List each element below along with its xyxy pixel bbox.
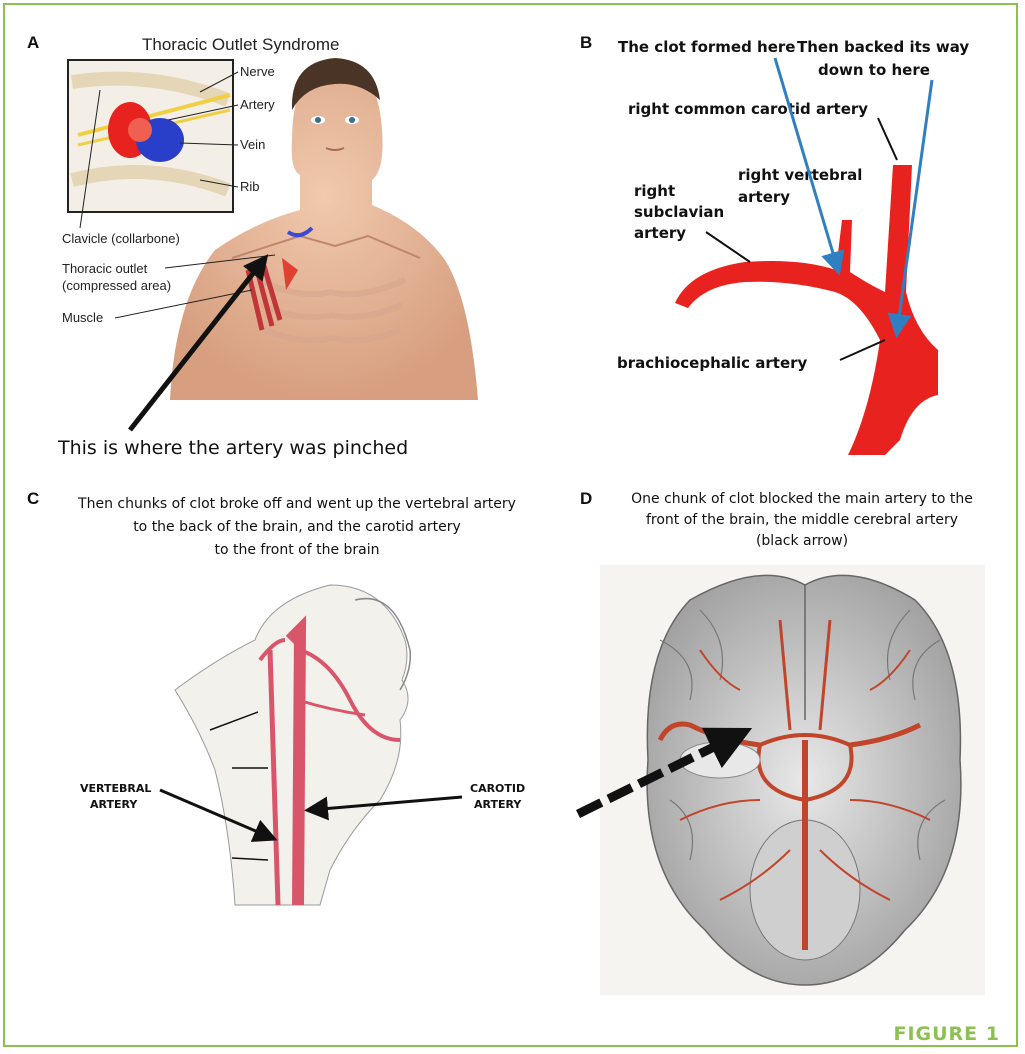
label-vein: Vein <box>240 137 265 152</box>
label-rib: Rib <box>240 179 260 194</box>
subclavian-leader <box>706 232 750 262</box>
label-vertebral-line1: right vertebral <box>738 166 862 184</box>
label-clavicle: Clavicle (collarbone) <box>62 231 180 246</box>
panel-d-caption-line1: One chunk of clot blocked the main arter… <box>631 491 973 507</box>
label-brachiocephalic: brachiocephalic artery <box>617 354 808 372</box>
clot-formed-arrow <box>775 58 838 270</box>
figure-label: FIGURE 1 <box>893 1023 1000 1045</box>
panel-a-title: Thoracic Outlet Syndrome <box>142 35 339 54</box>
panel-c-letter: C <box>27 489 39 508</box>
label-carotid-line2: ARTERY <box>474 798 522 811</box>
panel-a-letter: A <box>27 33 39 52</box>
label-subclavian-line1: right <box>634 182 675 200</box>
label-thoracic-outlet: Thoracic outlet <box>62 261 148 276</box>
inset-closeup <box>68 60 233 212</box>
common-carotid-leader <box>878 118 897 160</box>
panel-b: B The clot formed here Then backed its w… <box>580 33 969 455</box>
label-vertebral-line2: ARTERY <box>90 798 138 811</box>
brain-illustration <box>600 565 985 995</box>
panel-d: D One chunk of clot blocked the main art… <box>578 489 985 995</box>
label-common-carotid: right common carotid artery <box>628 100 868 118</box>
panel-b-letter: B <box>580 33 592 52</box>
panel-a-caption: This is where the artery was pinched <box>57 437 408 459</box>
label-carotid-line1: CAROTID <box>470 782 525 795</box>
label-muscle: Muscle <box>62 310 103 325</box>
panel-c-caption-line3: to the front of the brain <box>214 542 379 558</box>
panel-d-caption-line2: front of the brain, the middle cerebral … <box>646 512 958 528</box>
label-vertebral-line2: artery <box>738 188 790 206</box>
label-nerve: Nerve <box>240 64 275 79</box>
label-backed-line2: down to here <box>818 61 930 79</box>
label-clot-formed: The clot formed here <box>618 38 795 56</box>
panel-d-caption-line3: (black arrow) <box>756 533 848 549</box>
panel-c-caption-line1: Then chunks of clot broke off and went u… <box>77 496 516 512</box>
label-compressed-area: (compressed area) <box>62 278 171 293</box>
label-subclavian-line3: artery <box>634 224 686 242</box>
label-subclavian-line2: subclavian <box>634 203 724 221</box>
label-vertebral-line1: VERTEBRAL <box>80 782 151 795</box>
panel-d-letter: D <box>580 489 592 508</box>
panel-a: A Thoracic Outlet Syndrome <box>27 33 478 459</box>
label-backed-line1: Then backed its way <box>797 38 969 56</box>
neck-illustration <box>175 585 410 905</box>
label-artery: Artery <box>240 97 275 112</box>
panel-c: C Then chunks of clot broke off and went… <box>27 489 525 905</box>
panel-c-caption-line2: to the back of the brain, and the caroti… <box>133 519 461 535</box>
